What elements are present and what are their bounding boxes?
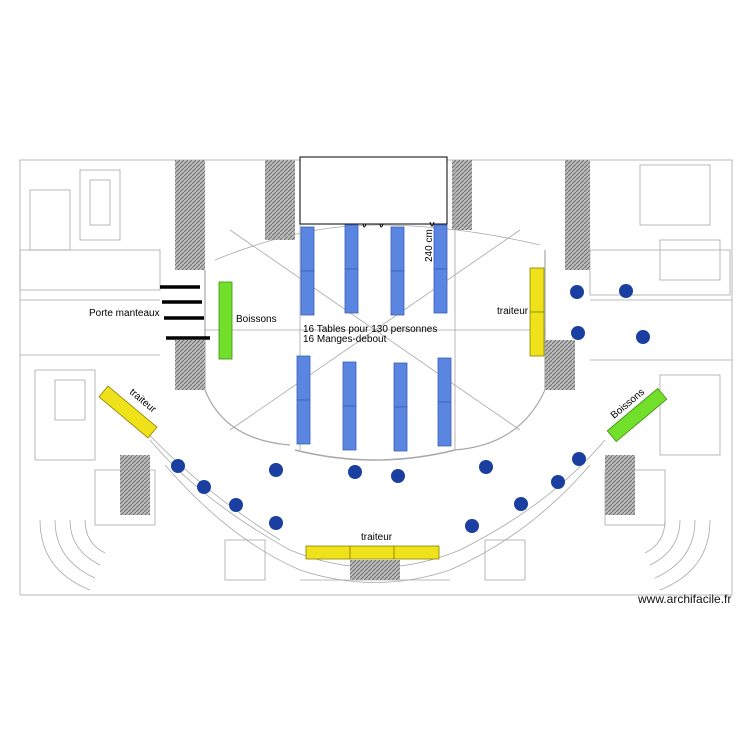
table[interactable] (433, 224, 448, 270)
standing-table[interactable] (269, 516, 283, 530)
dimension-label: 240 cm (424, 229, 435, 262)
standing-table[interactable] (636, 330, 650, 344)
tables-note: 16 Tables pour 130 personnes (303, 324, 437, 335)
table[interactable] (437, 401, 452, 447)
drinks-bar-left[interactable] (218, 281, 233, 360)
standing-table[interactable] (551, 475, 565, 489)
standing-table[interactable] (197, 480, 211, 494)
buffet-right-label: traiteur (497, 306, 529, 317)
table[interactable] (296, 355, 311, 401)
table[interactable] (342, 361, 357, 407)
architectural-background (19, 159, 733, 596)
buffet-right[interactable] (529, 267, 545, 357)
standing-note: 16 Manges-debout (303, 334, 387, 345)
table[interactable] (300, 270, 315, 316)
standing-table[interactable] (572, 452, 586, 466)
coat-rack[interactable] (160, 285, 210, 340)
standing-table[interactable] (391, 469, 405, 483)
tables-group (296, 224, 452, 452)
standing-table[interactable] (269, 463, 283, 477)
table[interactable] (437, 357, 452, 403)
standing-table[interactable] (570, 285, 584, 299)
standing-tables-group (171, 284, 650, 533)
standing-table[interactable] (171, 459, 185, 473)
buffet-bottom[interactable] (305, 545, 440, 560)
standing-table[interactable] (571, 326, 585, 340)
table[interactable] (296, 399, 311, 445)
standing-table[interactable] (348, 465, 362, 479)
table[interactable] (344, 224, 359, 270)
table[interactable] (393, 362, 408, 408)
table[interactable] (393, 406, 408, 452)
standing-table[interactable] (229, 498, 243, 512)
stage-markers (362, 221, 435, 228)
standing-table[interactable] (465, 519, 479, 533)
coat-rack-label: Porte manteaux (89, 308, 160, 319)
table[interactable] (390, 270, 405, 316)
standing-table[interactable] (479, 460, 493, 474)
buffet-bottom-label: traiteur (361, 532, 393, 543)
drinks-bar-left-label: Boissons (236, 314, 277, 325)
standing-table[interactable] (514, 497, 528, 511)
table[interactable] (300, 226, 315, 272)
table[interactable] (433, 268, 448, 314)
table[interactable] (342, 405, 357, 451)
watermark: www.archifacile.fr (638, 592, 732, 606)
standing-table[interactable] (619, 284, 633, 298)
stage-block (299, 156, 448, 225)
buffet-left[interactable] (98, 385, 158, 439)
table[interactable] (344, 268, 359, 314)
table[interactable] (390, 226, 405, 272)
drinks-bar-right[interactable] (606, 387, 668, 443)
